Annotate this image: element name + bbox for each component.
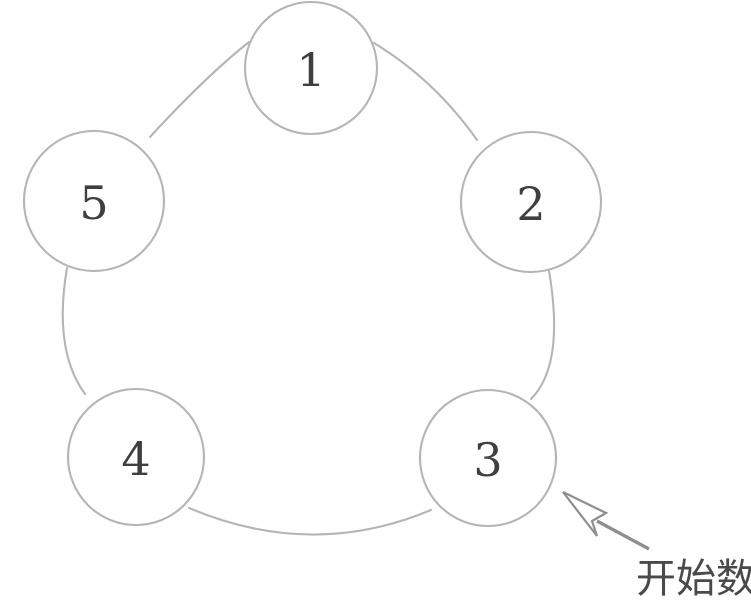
edge-node1-node2 — [372, 41, 479, 142]
start-pointer-label: 开始数 — [636, 556, 751, 602]
node-4[interactable]: 4 — [66, 387, 206, 527]
node-1-circle[interactable] — [243, 0, 379, 136]
node-2-circle[interactable] — [459, 130, 603, 274]
edge-node2-node3 — [529, 269, 556, 401]
node-5[interactable]: 5 — [22, 129, 166, 273]
node-2-label: 2 — [516, 177, 545, 231]
node-3[interactable]: 3 — [418, 388, 558, 528]
edge-node4-node5 — [61, 266, 87, 396]
start-pointer-arrow — [562, 491, 650, 551]
node-2[interactable]: 2 — [459, 130, 603, 274]
node-1[interactable]: 1 — [243, 0, 379, 136]
edge-node3-node4 — [187, 506, 433, 536]
edge-node5-node1 — [148, 40, 251, 139]
arrow-head-icon — [562, 491, 609, 537]
node-3-circle[interactable] — [418, 388, 558, 528]
node-5-circle[interactable] — [22, 129, 166, 273]
node-1-label: 1 — [296, 43, 325, 97]
node-5-label: 5 — [79, 176, 108, 230]
arrow-shaft-line — [596, 519, 650, 551]
node-4-circle[interactable] — [66, 387, 206, 527]
ring-edges — [61, 40, 556, 536]
node-4-label: 4 — [121, 432, 150, 486]
node-3-label: 3 — [473, 433, 502, 487]
